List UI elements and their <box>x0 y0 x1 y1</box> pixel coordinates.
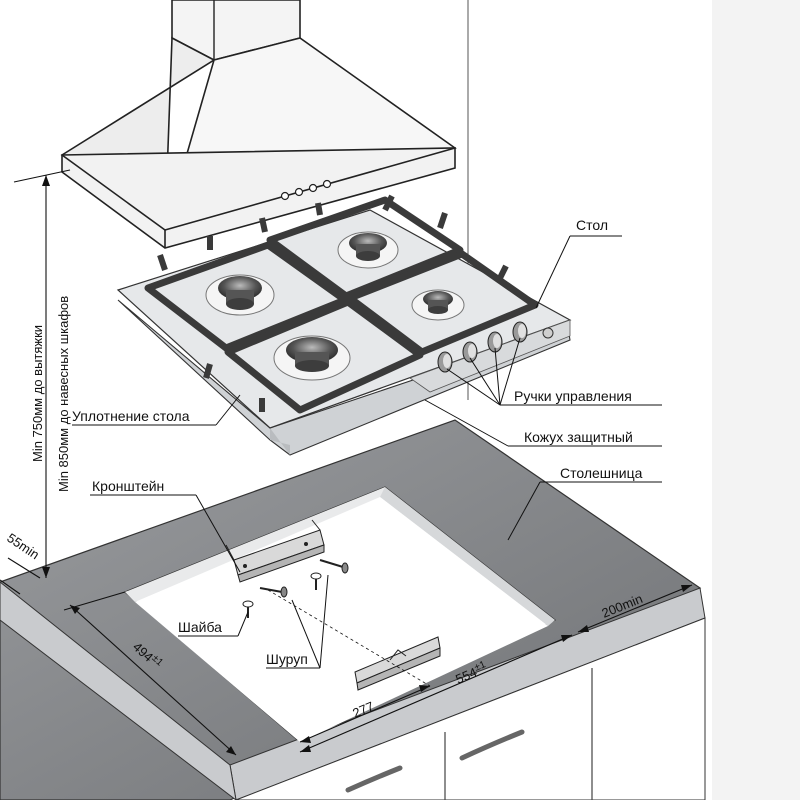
label-kronshtein: Кронштейн <box>92 478 164 494</box>
label-ruchki: Ручки управления <box>514 388 632 404</box>
dim-min750-label: Min 750мм до вытяжки <box>30 325 45 462</box>
dimension-55min <box>0 557 41 595</box>
dimension-554 <box>299 634 573 753</box>
screw-2 <box>319 559 349 574</box>
range-hood <box>60 0 457 249</box>
bracket-front <box>354 636 441 691</box>
gas-hob <box>116 194 572 456</box>
washer-2 <box>310 572 322 590</box>
label-kozhukh: Кожух защитный <box>524 429 633 445</box>
knob-2 <box>462 341 478 363</box>
label-uplotnenie: Уплотнение стола <box>72 408 190 424</box>
burner-front-left <box>273 335 351 381</box>
label-stol: Стол <box>576 217 608 233</box>
countertop <box>0 419 706 800</box>
burner-front-right <box>411 289 465 321</box>
dimension-200min <box>577 584 693 633</box>
grate-fingers <box>157 194 509 412</box>
ignition-button <box>542 327 554 339</box>
label-stoleshnitsa: Столешница <box>560 465 643 481</box>
right-panel <box>712 0 800 800</box>
burner-back-right <box>337 231 399 269</box>
knob-4 <box>512 321 528 343</box>
cabinet-handle-left <box>345 765 403 793</box>
label-shaiba: Шайба <box>178 619 222 635</box>
control-knobs <box>437 321 554 373</box>
callout-leaders <box>72 235 662 669</box>
screw-1 <box>259 586 288 598</box>
dimension-494 <box>63 591 237 756</box>
dimension-vertical <box>13 169 71 578</box>
hood-buttons <box>280 179 332 201</box>
knob-1 <box>437 351 453 373</box>
dim-min850-label: Min 850мм до навесных шкафов <box>56 296 71 492</box>
label-shurup: Шуруп <box>266 651 308 667</box>
burner-back-left <box>205 274 275 316</box>
grate-grid <box>144 196 539 414</box>
dim-55min-label: 55min <box>4 530 42 562</box>
cabinet-handle-right <box>459 729 525 761</box>
bracket-back <box>225 519 325 583</box>
lower-cabinet <box>235 617 706 800</box>
